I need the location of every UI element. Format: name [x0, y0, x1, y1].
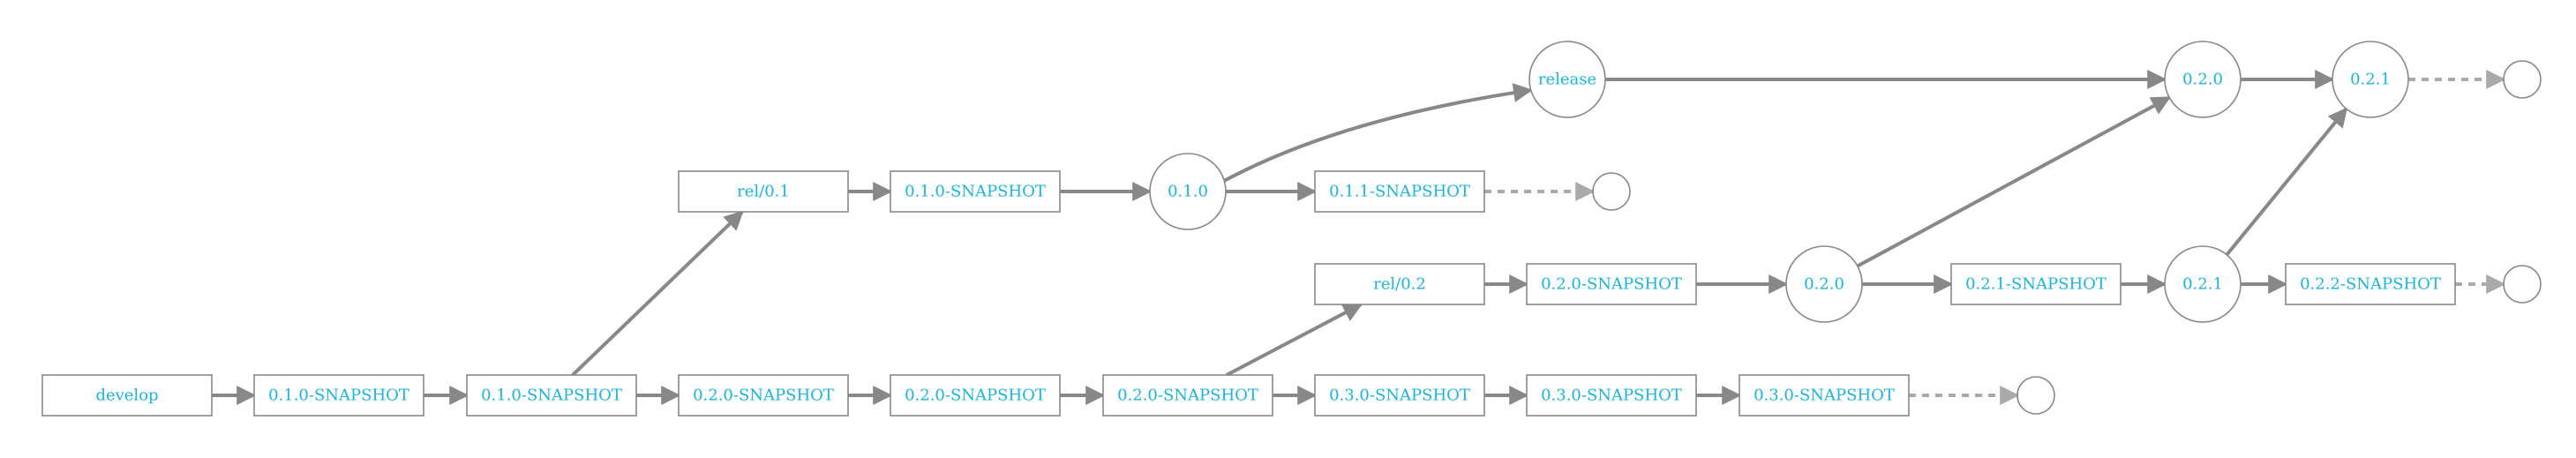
edges-layer	[212, 70, 2506, 405]
node-label: develop	[95, 387, 158, 405]
node-box	[890, 374, 1061, 417]
node-r01_s010: 0.1.0-SNAPSHOT	[890, 170, 1061, 213]
node-label: 0.3.0-SNAPSHOT	[1754, 387, 1895, 405]
node-label: 0.2.0	[2182, 71, 2223, 89]
node-box	[1102, 374, 1273, 417]
node-d_s010: 0.1.0-SNAPSHOT	[253, 374, 424, 417]
release-circle	[2332, 41, 2409, 118]
open-end-circle	[2503, 60, 2542, 99]
release-circle	[2164, 245, 2242, 323]
node-rl_end	[2503, 60, 2542, 99]
node-label: 0.2.1	[2350, 71, 2391, 89]
node-r01_end	[1592, 172, 1631, 211]
node-box	[678, 374, 849, 417]
node-label: 0.1.0-SNAPSHOT	[481, 387, 622, 405]
node-r01_s011: 0.1.1-SNAPSHOT	[1314, 170, 1485, 213]
node-d_s030c: 0.3.0-SNAPSHOT	[1739, 374, 1910, 417]
node-label: 0.1.0	[1168, 183, 1208, 201]
node-r02_s021: 0.2.1-SNAPSHOT	[1950, 263, 2122, 305]
node-box	[678, 170, 849, 213]
open-end-circle	[2503, 265, 2542, 304]
node-label: 0.2.0	[1804, 275, 1844, 294]
node-box	[2285, 263, 2456, 305]
edge-r02_v021-to-rl_v021	[2225, 107, 2348, 257]
node-box	[1314, 374, 1485, 417]
node-box	[1314, 170, 1485, 213]
edge-d_s020c-to-rel02	[1225, 303, 1363, 377]
node-box	[1950, 263, 2122, 305]
node-label: 0.1.0-SNAPSHOT	[268, 387, 409, 405]
node-d_s020: 0.2.0-SNAPSHOT	[678, 374, 849, 417]
node-label: 0.2.1-SNAPSHOT	[1965, 275, 2107, 294]
node-label: 0.2.0-SNAPSHOT	[905, 387, 1046, 405]
node-label: 0.1.0-SNAPSHOT	[905, 183, 1046, 201]
node-box	[253, 374, 424, 417]
node-r02_s020: 0.2.0-SNAPSHOT	[1526, 263, 1697, 305]
node-release: release	[1528, 41, 1606, 118]
edge-d_s010b-to-rel01	[571, 210, 744, 377]
node-develop: develop	[41, 374, 213, 417]
node-rel02: rel/0.2	[1314, 263, 1485, 305]
node-d_s020c: 0.2.0-SNAPSHOT	[1102, 374, 1273, 417]
node-label: 0.1.1-SNAPSHOT	[1329, 183, 1470, 201]
release-circle	[1149, 153, 1227, 230]
node-label: release	[1538, 71, 1596, 89]
node-r02_v021: 0.2.1	[2164, 245, 2242, 323]
node-label: 0.2.0-SNAPSHOT	[693, 387, 834, 405]
release-circle	[1785, 245, 1863, 323]
node-rl_v021: 0.2.1	[2332, 41, 2409, 118]
open-end-circle	[2016, 376, 2055, 415]
node-label: 0.2.0-SNAPSHOT	[1117, 387, 1258, 405]
release-circle	[2164, 41, 2242, 118]
node-d_s030b: 0.3.0-SNAPSHOT	[1526, 374, 1697, 417]
open-end-circle	[1592, 172, 1631, 211]
node-rl_v020: 0.2.0	[2164, 41, 2242, 118]
nodes-layer: develop 0.1.0-SNAPSHOT 0.1.0-SNAPSHOT 0.2.0…	[41, 41, 2542, 417]
node-box	[1739, 374, 1910, 417]
node-box	[466, 374, 637, 417]
edge-r02_v020-to-rl_v020	[1856, 95, 2172, 268]
node-box	[890, 170, 1061, 213]
node-label: 0.2.0-SNAPSHOT	[1541, 275, 1682, 294]
node-label: rel/0.1	[737, 183, 790, 201]
edge-r01_v010-to-release	[1223, 83, 1533, 183]
node-label: rel/0.2	[1373, 275, 1426, 294]
node-label: 0.3.0-SNAPSHOT	[1541, 387, 1682, 405]
release-circle	[1528, 41, 1606, 118]
node-r01_v010: 0.1.0	[1149, 153, 1227, 230]
node-label: 0.2.2-SNAPSHOT	[2300, 275, 2441, 294]
node-box	[1526, 374, 1697, 417]
node-box	[1314, 263, 1485, 305]
node-d_s020b: 0.2.0-SNAPSHOT	[890, 374, 1061, 417]
node-box	[41, 374, 213, 417]
node-rel01: rel/0.1	[678, 170, 849, 213]
node-label: 0.3.0-SNAPSHOT	[1329, 387, 1470, 405]
node-r02_v020: 0.2.0	[1785, 245, 1863, 323]
node-label: 0.2.1	[2182, 275, 2223, 294]
node-r02_s022: 0.2.2-SNAPSHOT	[2285, 263, 2456, 305]
node-d_end	[2016, 376, 2055, 415]
node-d_s010b: 0.1.0-SNAPSHOT	[466, 374, 637, 417]
node-box	[1526, 263, 1697, 305]
node-r02_end	[2503, 265, 2542, 304]
node-d_s030: 0.3.0-SNAPSHOT	[1314, 374, 1485, 417]
